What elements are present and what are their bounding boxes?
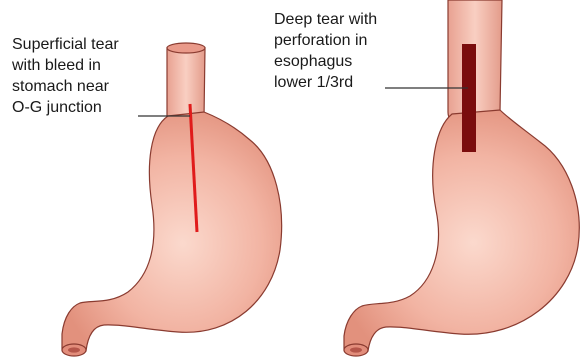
superficial-tear-label: Superficial tear with bleed in stomach n… <box>12 34 119 118</box>
right-stomach <box>344 0 579 356</box>
label-line: esophagus <box>274 51 377 72</box>
label-line: lower 1/3rd <box>274 72 377 93</box>
label-line: Superficial tear <box>12 34 119 55</box>
left-esophagus-opening <box>167 43 205 53</box>
right-stomach-body <box>344 110 579 351</box>
label-line: perforation in <box>274 30 377 51</box>
label-line: O-G junction <box>12 97 119 118</box>
label-line: with bleed in <box>12 55 119 76</box>
deep-tear-label: Deep tear with perforation in esophagus … <box>274 9 377 93</box>
deep-tear-mark <box>462 44 476 152</box>
left-stomach-body <box>62 112 282 351</box>
label-line: stomach near <box>12 76 119 97</box>
label-line: Deep tear with <box>274 9 377 30</box>
